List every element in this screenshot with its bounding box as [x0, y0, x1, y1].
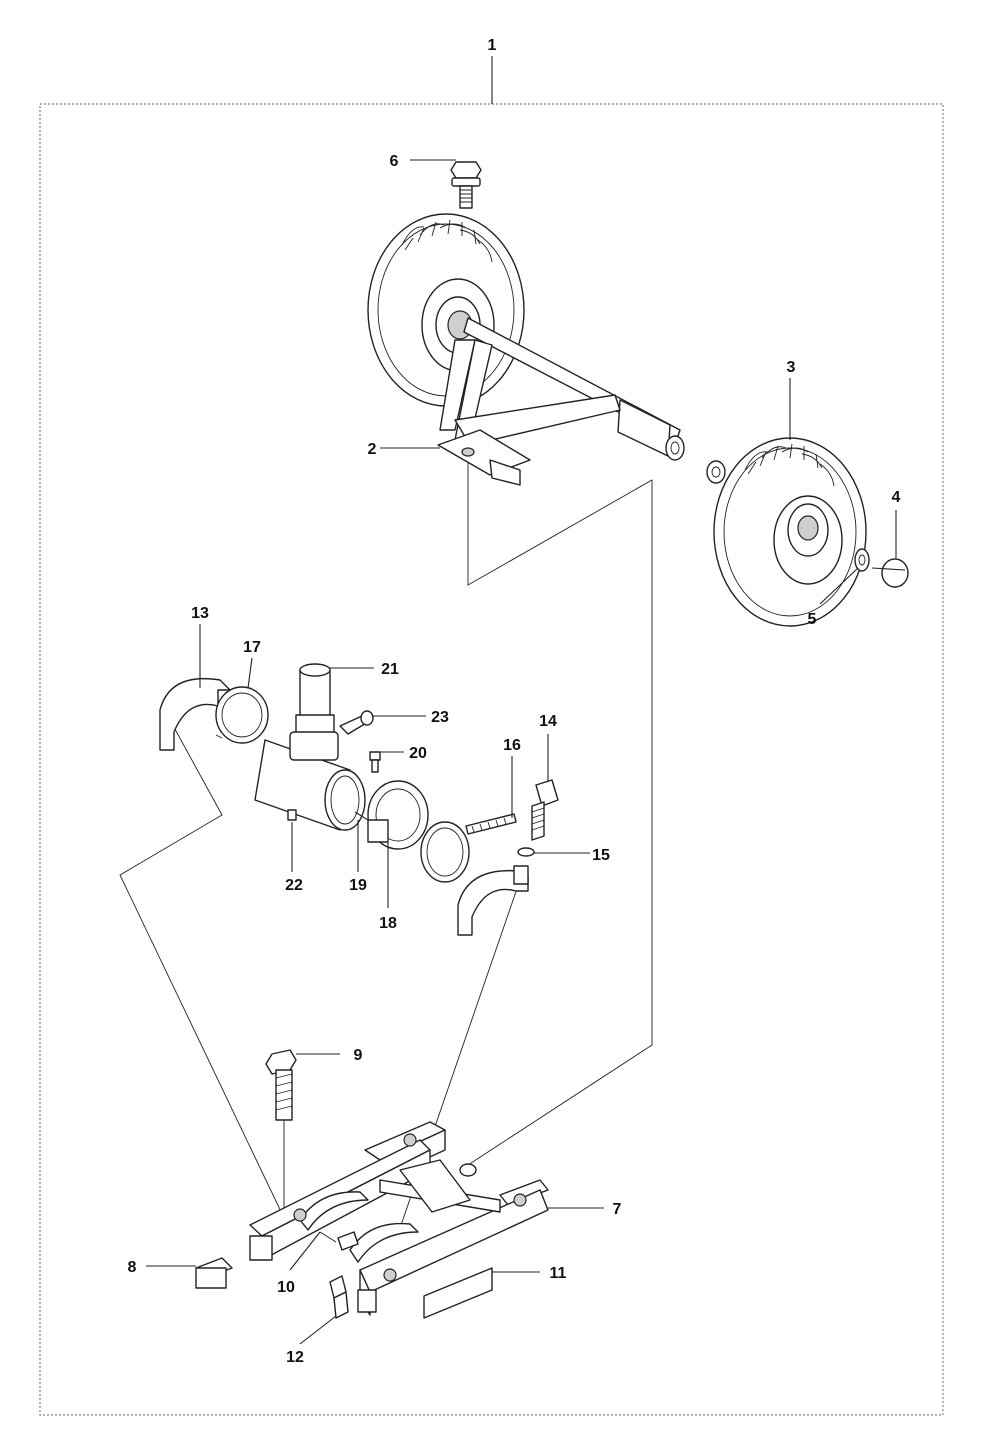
pivot-tube	[254, 739, 366, 831]
clamp-bolt-washer	[517, 847, 535, 857]
callout-14: 14	[539, 713, 557, 730]
assembly-link-axle-to-base	[467, 265, 653, 1166]
callout-5: 5	[808, 611, 817, 628]
callout-13: 13	[191, 605, 209, 622]
sleeve-ring-left	[215, 686, 269, 744]
linch-pin	[871, 558, 909, 588]
callout-10: 10	[277, 1279, 295, 1296]
sleeve-ring-right	[420, 821, 470, 883]
callout-12: 12	[286, 1349, 304, 1366]
callout-17: 17	[243, 639, 261, 656]
base-set-screw	[319, 1231, 359, 1251]
base-bolt	[265, 1049, 297, 1210]
clamp-bolt	[531, 779, 559, 841]
callout-19: 19	[349, 877, 367, 894]
callout-23: 23	[431, 709, 449, 726]
callout-9: 9	[354, 1047, 363, 1064]
grub-screw	[287, 809, 297, 821]
callout-7: 7	[613, 1201, 622, 1218]
wheel-washer	[854, 548, 870, 572]
locking-collar	[367, 780, 429, 850]
clamp-half-right	[457, 865, 529, 936]
wheel-right	[713, 437, 867, 627]
grease-nipple	[339, 710, 374, 735]
leader-line-10	[289, 1231, 321, 1271]
leader-line-17	[247, 657, 253, 689]
leader-line-5	[819, 567, 859, 605]
tube-end-cap	[195, 1257, 233, 1289]
callout-18: 18	[379, 915, 397, 932]
callout-20: 20	[409, 745, 427, 762]
leader-line-12	[299, 1315, 337, 1345]
axle-washer-outer	[665, 435, 685, 461]
callout-1: 1	[488, 37, 497, 54]
callout-2: 2	[368, 441, 377, 458]
callout-15: 15	[592, 847, 610, 864]
callout-22: 22	[285, 877, 303, 894]
scale-decal	[465, 813, 517, 835]
callout-21: 21	[381, 661, 399, 678]
set-screw	[369, 751, 381, 773]
callout-4: 4	[892, 489, 901, 506]
assembly-boundary	[39, 103, 944, 1416]
roll-pin	[354, 811, 369, 821]
callout-3: 3	[787, 359, 796, 376]
axle-washer-inner	[706, 460, 726, 484]
callout-16: 16	[503, 737, 521, 754]
assembly-link-clamp-left-to-base	[119, 719, 286, 1221]
axle-bolt	[450, 161, 482, 209]
callout-6: 6	[390, 153, 399, 170]
callout-8: 8	[128, 1259, 137, 1276]
base-frame	[249, 1121, 549, 1316]
pivot-post	[289, 663, 339, 761]
wheel-left	[367, 213, 525, 407]
base-lower-bolt	[329, 1275, 349, 1319]
warning-label	[423, 1267, 493, 1319]
callout-11: 11	[550, 1265, 567, 1282]
axle-frame	[380, 317, 681, 486]
